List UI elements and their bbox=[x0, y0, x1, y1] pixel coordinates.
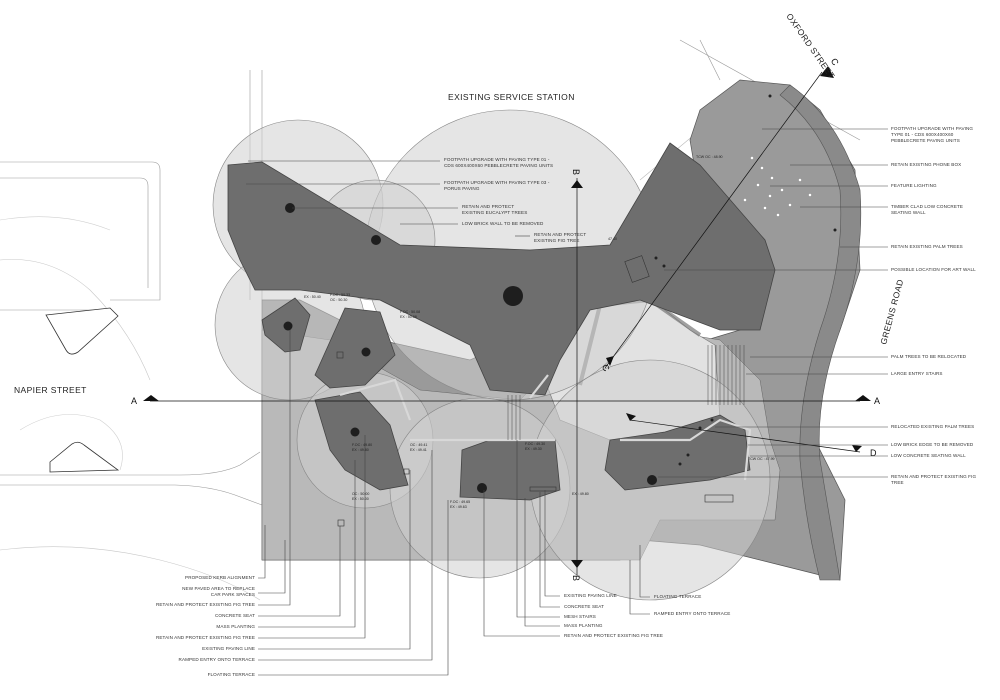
svg-text:MASS PLANTING: MASS PLANTING bbox=[564, 623, 603, 628]
svg-text:LOW BRICK EDGE TO BE REMOVED: LOW BRICK EDGE TO BE REMOVED bbox=[891, 442, 974, 447]
svg-text:LARGE ENTRY STAIRS: LARGE ENTRY STAIRS bbox=[891, 371, 943, 376]
svg-text:FOOTPATH UPGRADE WITH PAVING T: FOOTPATH UPGRADE WITH PAVING TYPE 01 - bbox=[444, 157, 550, 162]
svg-text:TIMBER CLAD LOW CONCRETE: TIMBER CLAD LOW CONCRETE bbox=[891, 204, 963, 209]
svg-text:CAR PARK SPACES: CAR PARK SPACES bbox=[211, 592, 255, 597]
svg-text:EX : 50.08: EX : 50.08 bbox=[400, 315, 417, 319]
svg-text:MESH STAIRS: MESH STAIRS bbox=[564, 614, 596, 619]
svg-text:FLOATING TERRACE: FLOATING TERRACE bbox=[654, 594, 701, 599]
svg-text:RELOCATED EXISTING PALM TREES: RELOCATED EXISTING PALM TREES bbox=[891, 424, 974, 429]
annotations-right: FOOTPATH UPGRADE WITH PAVING TYPE 01 - C… bbox=[658, 126, 976, 485]
svg-text:TYPE 01 - CDS 600X400X60: TYPE 01 - CDS 600X400X60 bbox=[891, 132, 954, 137]
svg-text:D: D bbox=[870, 448, 877, 458]
svg-text:LOW BRICK WALL TO BE REMOVED: LOW BRICK WALL TO BE REMOVED bbox=[462, 221, 544, 226]
svg-text:EXISTING FIG TREE: EXISTING FIG TREE bbox=[534, 238, 580, 243]
svg-text:PEBBLECRETE PAVING UNITS: PEBBLECRETE PAVING UNITS bbox=[891, 138, 960, 143]
svg-text:RETAIN AND PROTECT EXISTING FI: RETAIN AND PROTECT EXISTING FIG TREE bbox=[564, 633, 663, 638]
svg-text:FLOATING TERRACE: FLOATING TERRACE bbox=[208, 672, 255, 677]
svg-text:OC : 50.30: OC : 50.30 bbox=[330, 298, 347, 302]
svg-text:F.OC : 50.33: F.OC : 50.33 bbox=[330, 293, 350, 297]
svg-text:EX : 49.30: EX : 49.30 bbox=[525, 447, 542, 451]
label-napier-street: NAPIER STREET bbox=[14, 385, 87, 395]
svg-text:TCW OC : 48.90: TCW OC : 48.90 bbox=[696, 155, 723, 159]
svg-text:OC : 49.41: OC : 49.41 bbox=[410, 443, 427, 447]
svg-text:PALM TREES TO BE RELOCATED: PALM TREES TO BE RELOCATED bbox=[891, 354, 967, 359]
svg-text:FOOTPATH UPGRADE WITH PAVING: FOOTPATH UPGRADE WITH PAVING bbox=[891, 126, 973, 131]
svg-text:TREE: TREE bbox=[891, 480, 904, 485]
svg-text:RETAIN AND PROTECT EXISTING FI: RETAIN AND PROTECT EXISTING FIG TREE bbox=[156, 635, 255, 640]
svg-text:B: B bbox=[571, 169, 581, 175]
section-markers bbox=[143, 66, 871, 568]
svg-text:A: A bbox=[131, 396, 137, 406]
svg-text:RETAIN EXISTING PALM TREES: RETAIN EXISTING PALM TREES bbox=[891, 244, 963, 249]
svg-text:RETAIN AND PROTECT EXISTING FI: RETAIN AND PROTECT EXISTING FIG bbox=[891, 474, 976, 479]
svg-text:B: B bbox=[571, 575, 581, 581]
svg-text:PROPOSED KERB ALIGNMENT: PROPOSED KERB ALIGNMENT bbox=[185, 575, 255, 580]
low-walls bbox=[339, 374, 752, 481]
section-labels: A A B B C C D bbox=[131, 57, 880, 581]
annotations-bottom-left: PROPOSED KERB ALIGNMENT NEW PAVED AREA T… bbox=[156, 330, 449, 677]
svg-text:FEATURE LIGHTING: FEATURE LIGHTING bbox=[891, 183, 937, 188]
palm-trees bbox=[654, 94, 837, 466]
mass-planting bbox=[227, 142, 776, 501]
traffic-islands bbox=[45, 307, 120, 473]
svg-text:SEATING WALL: SEATING WALL bbox=[891, 210, 926, 215]
svg-text:F.OC : 49.30: F.OC : 49.30 bbox=[525, 442, 545, 446]
svg-text:47.40: 47.40 bbox=[608, 237, 617, 241]
svg-text:EX : 50.00: EX : 50.00 bbox=[352, 497, 369, 501]
svg-text:RAMPED ENTRY ONTO TERRACE: RAMPED ENTRY ONTO TERRACE bbox=[654, 611, 730, 616]
svg-text:POSSIBLE LOCATION FOR ART WALL: POSSIBLE LOCATION FOR ART WALL bbox=[891, 267, 976, 272]
spot-levels: EX : 50.40 F.OC : 50.33 OC : 50.30 F.OC … bbox=[304, 155, 775, 509]
svg-text:EX : 50.40: EX : 50.40 bbox=[304, 295, 321, 299]
svg-text:EXISTING PAVING LINE: EXISTING PAVING LINE bbox=[202, 646, 255, 651]
svg-text:EX : 49.63: EX : 49.63 bbox=[450, 505, 467, 509]
svg-text:F.OC : 49.65: F.OC : 49.65 bbox=[450, 500, 470, 504]
svg-text:RETAIN AND PROTECT: RETAIN AND PROTECT bbox=[534, 232, 586, 237]
annotations-bottom-center: EXISTING PAVING LINE CONCRETE SEAT MESH … bbox=[483, 440, 730, 638]
svg-text:F.OC : 49.80: F.OC : 49.80 bbox=[352, 443, 372, 447]
svg-text:EX : 49.80: EX : 49.80 bbox=[572, 492, 589, 496]
svg-text:RAMPED ENTRY ONTO TERRACE: RAMPED ENTRY ONTO TERRACE bbox=[179, 657, 255, 662]
svg-text:F.OC : 50.08: F.OC : 50.08 bbox=[400, 310, 420, 314]
svg-text:RETAIN AND PROTECT EXISTING FI: RETAIN AND PROTECT EXISTING FIG TREE bbox=[156, 602, 255, 607]
svg-text:EXISTING PAVING LINE: EXISTING PAVING LINE bbox=[564, 593, 617, 598]
svg-text:PORUS PAVING: PORUS PAVING bbox=[444, 186, 480, 191]
svg-text:CONCRETE SEAT: CONCRETE SEAT bbox=[564, 604, 604, 609]
existing-trees bbox=[283, 203, 657, 493]
svg-text:CONCRETE SEAT: CONCRETE SEAT bbox=[215, 613, 255, 618]
svg-text:TCW OC : 47.99: TCW OC : 47.99 bbox=[748, 457, 775, 461]
label-existing-service-station: EXISTING SERVICE STATION bbox=[448, 92, 575, 102]
svg-text:RETAIN EXISTING PHONE BOX: RETAIN EXISTING PHONE BOX bbox=[891, 162, 961, 167]
svg-text:NEW PAVED AREA TO REPLACE: NEW PAVED AREA TO REPLACE bbox=[182, 586, 255, 591]
mesh-stairs bbox=[507, 395, 521, 440]
annotations-top-center: FOOTPATH UPGRADE WITH PAVING TYPE 01 - C… bbox=[246, 157, 586, 243]
seats bbox=[336, 255, 734, 527]
entry-stairs bbox=[707, 345, 745, 405]
svg-text:EXISTING EUCALYPT TREES: EXISTING EUCALYPT TREES bbox=[462, 210, 527, 215]
svg-text:EX : 49.41: EX : 49.41 bbox=[410, 448, 427, 452]
svg-text:FOOTPATH UPGRADE WITH PAVING T: FOOTPATH UPGRADE WITH PAVING TYPE 03 - bbox=[444, 180, 550, 185]
svg-text:EX : 49.80: EX : 49.80 bbox=[352, 448, 369, 452]
svg-text:LOW CONCRETE SEATING WALL: LOW CONCRETE SEATING WALL bbox=[891, 453, 966, 458]
svg-text:A: A bbox=[874, 396, 880, 406]
feature-lighting bbox=[743, 156, 812, 217]
svg-text:RETAIN AND PROTECT: RETAIN AND PROTECT bbox=[462, 204, 514, 209]
svg-text:MASS PLANTING: MASS PLANTING bbox=[216, 624, 255, 629]
svg-text:C: C bbox=[600, 363, 612, 374]
section-lines bbox=[150, 71, 861, 575]
svg-text:CDS 600X400X60 PEBBLECRETE PAV: CDS 600X400X60 PEBBLECRETE PAVING UNITS bbox=[444, 163, 553, 168]
svg-text:C: C bbox=[829, 57, 841, 68]
svg-text:OC : 50.00: OC : 50.00 bbox=[352, 492, 369, 496]
